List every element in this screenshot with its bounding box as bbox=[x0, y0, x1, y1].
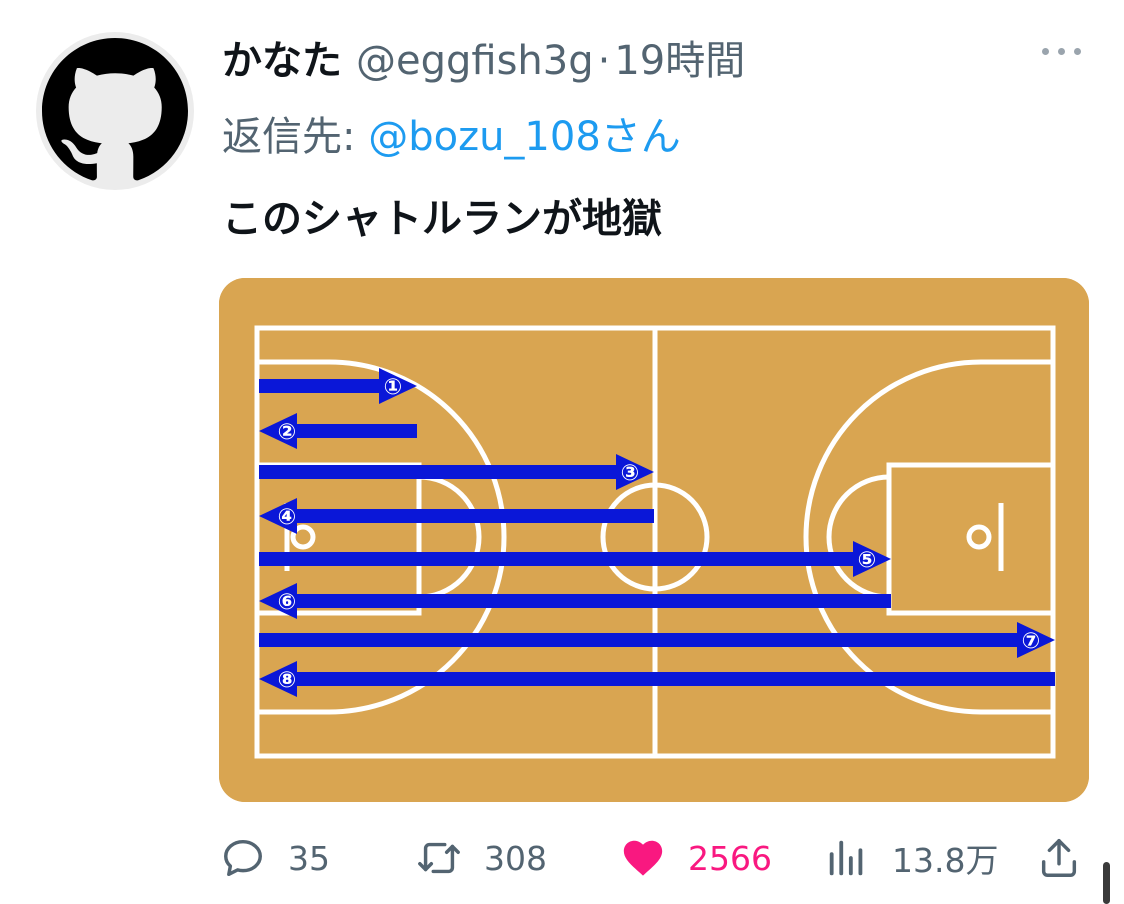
arrow-label: ⑥ bbox=[278, 590, 297, 615]
like-count: 2566 bbox=[688, 838, 772, 878]
shuttle-run-arrow-7: ⑦ bbox=[259, 622, 1055, 658]
share-upload-icon bbox=[1041, 839, 1077, 877]
github-octocat-icon bbox=[42, 38, 188, 181]
retweet-count: 308 bbox=[484, 838, 547, 878]
tweet-actions: 35 308 2566 13.8万 bbox=[220, 830, 1090, 886]
shuttle-run-arrow-4: ④ bbox=[259, 498, 654, 534]
retweet-icon bbox=[418, 842, 460, 874]
arrow-label: ② bbox=[278, 420, 297, 445]
right-free-throw-arc bbox=[826, 474, 890, 600]
arrow-label: ① bbox=[384, 375, 403, 400]
reply-bubble-icon bbox=[224, 839, 262, 877]
reply-to-link[interactable]: @bozu_108さん bbox=[368, 114, 681, 160]
share-button[interactable] bbox=[1036, 830, 1082, 886]
right-three-point-line bbox=[803, 359, 1053, 715]
timestamp[interactable]: 19時間 bbox=[614, 38, 746, 84]
view-count: 13.8万 bbox=[892, 841, 999, 880]
reply-button[interactable]: 35 bbox=[220, 830, 330, 886]
tweet-image[interactable]: ① ② ③ ④ ⑤ ⑥ ⑦ ⑧ bbox=[219, 278, 1089, 802]
views-button[interactable]: 13.8万 bbox=[824, 830, 998, 886]
shuttle-run-arrow-8: ⑧ bbox=[259, 661, 1055, 697]
avatar[interactable] bbox=[36, 32, 194, 190]
scrollbar[interactable] bbox=[1103, 862, 1110, 904]
heart-icon bbox=[623, 840, 663, 876]
arrow-label: ③ bbox=[621, 461, 640, 486]
tweet-header: かなた @eggfish3g · 19時間 bbox=[222, 28, 745, 88]
right-key bbox=[886, 462, 1056, 616]
display-name[interactable]: かなた bbox=[222, 38, 342, 84]
analytics-bars-icon bbox=[829, 840, 863, 876]
shuttle-run-arrow-6: ⑥ bbox=[259, 583, 891, 619]
shuttle-run-arrow-3: ③ bbox=[259, 454, 654, 490]
left-free-throw-arc bbox=[418, 474, 482, 600]
center-circle bbox=[600, 482, 710, 592]
arrow-label: ④ bbox=[278, 505, 297, 530]
reply-context: 返信先: @bozu_108さん bbox=[222, 104, 681, 162]
shuttle-run-arrow-1: ① bbox=[259, 368, 417, 404]
arrow-label: ⑦ bbox=[1022, 629, 1041, 654]
more-dots-icon[interactable] bbox=[1040, 36, 1084, 66]
reply-count: 35 bbox=[288, 838, 330, 878]
separator-dot: · bbox=[597, 38, 611, 84]
user-handle[interactable]: @eggfish3g bbox=[356, 38, 594, 84]
shuttle-run-arrow-2: ② bbox=[259, 413, 417, 449]
retweet-button[interactable]: 308 bbox=[416, 830, 547, 886]
basketball-court-diagram: ① ② ③ ④ ⑤ ⑥ ⑦ ⑧ bbox=[219, 278, 1089, 802]
left-three-point-line bbox=[257, 359, 507, 715]
like-button[interactable]: 2566 bbox=[620, 830, 772, 886]
reply-prefix: 返信先: bbox=[222, 114, 369, 160]
tweet-text: このシャトルランが地獄 bbox=[222, 196, 662, 242]
shuttle-run-arrow-5: ⑤ bbox=[259, 541, 891, 577]
arrow-label: ⑤ bbox=[858, 548, 877, 573]
arrow-label: ⑧ bbox=[278, 668, 297, 693]
